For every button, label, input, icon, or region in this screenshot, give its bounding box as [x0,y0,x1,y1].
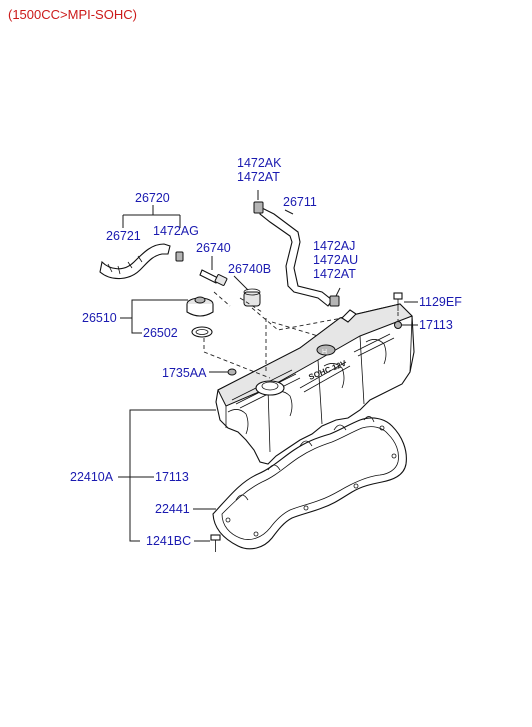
oil-filler-cap [186,296,214,317]
hose-clamp-1472ag [175,251,184,262]
label-26720: 26720 [135,191,170,205]
label-1472ak: 1472AK [237,156,282,170]
label-1472aj: 1472AJ [313,239,355,253]
bolt-1241bc [210,534,221,552]
label-1472ag: 1472AG [153,224,199,238]
label-1472at-top: 1472AT [237,170,280,184]
label-1472at-mid: 1472AT [313,267,356,281]
label-26711: 26711 [283,195,317,209]
label-26721: 26721 [106,229,141,243]
label-26740b: 26740B [228,262,271,276]
label-1241bc: 1241BC [146,534,191,548]
label-26510: 26510 [82,311,117,325]
brand-mark: H [322,349,327,356]
pcv-valve [199,269,228,286]
label-22410a: 22410A [70,470,114,484]
label-1129ef: 1129EF [419,295,462,309]
bolt-1129ef [393,292,403,311]
label-26502: 26502 [143,326,178,340]
label-17113-right: 17113 [419,318,453,332]
rocker-cover: H SOHC 12V [215,303,415,465]
pcv-grommet [243,288,261,307]
label-17113-left: 17113 [155,470,189,484]
hose-clamp-1472aj [329,295,340,307]
label-26740: 26740 [196,241,231,255]
diagram-title: (1500CC>MPI-SOHC) [8,7,137,22]
brand-emblem-icon [316,344,336,356]
hose-clamp-1472ak [253,201,264,214]
rocker-cover-gasket [212,416,407,550]
label-1735aa: 1735AA [162,366,207,380]
washer-1735aa [227,368,237,376]
pcv-hose [99,243,171,280]
label-1472au: 1472AU [313,253,358,267]
label-22441: 22441 [155,502,190,516]
breather-hose [259,207,333,307]
filler-cap-seal [191,326,213,338]
washer-17113-right [394,321,402,329]
